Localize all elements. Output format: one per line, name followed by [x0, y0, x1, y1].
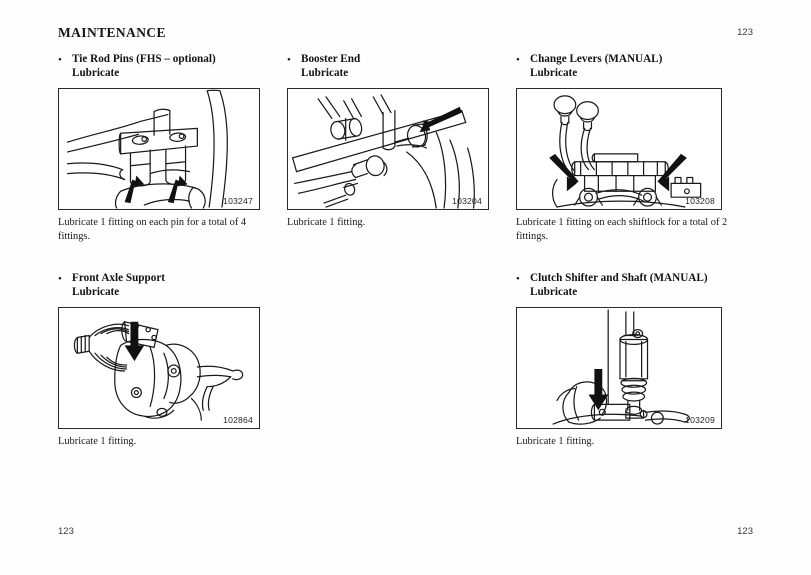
maintenance-item-front-axle-support: • Front Axle Support Lubricate: [58, 271, 295, 449]
item-subtitle: Lubricate: [530, 286, 578, 299]
content-row-1: • Tie Rod Pins (FHS – optional) Lubricat…: [58, 52, 753, 243]
maintenance-item-tie-rod-pins: • Tie Rod Pins (FHS – optional) Lubricat…: [58, 52, 295, 243]
figure-id: 103204: [452, 196, 482, 206]
arrow-marker: [419, 106, 462, 133]
item-subtitle: Lubricate: [301, 67, 349, 80]
empty-slot: [287, 271, 524, 449]
bullet-icon: •: [58, 273, 62, 286]
content-row-2: • Front Axle Support Lubricate: [58, 271, 753, 449]
bullet-icon: •: [516, 54, 520, 66]
maintenance-item-clutch-shifter-shaft: • Clutch Shifter and Shaft (MANUAL) Lubr…: [516, 271, 753, 449]
page-number-top-right: 123: [737, 27, 753, 38]
item-title-block: Clutch Shifter and Shaft (MANUAL) Lubric…: [530, 271, 708, 299]
arrow-marker: [588, 369, 609, 411]
item-subtitle: Lubricate: [72, 67, 120, 80]
bullet-icon: •: [58, 54, 62, 66]
item-heading: • Tie Rod Pins (FHS – optional) Lubricat…: [58, 52, 295, 84]
item-caption: Lubricate 1 fitting on each shiftlock fo…: [516, 217, 728, 242]
item-heading: • Front Axle Support Lubricate: [58, 271, 295, 303]
item-caption: Lubricate 1 fitting on each pin for a to…: [58, 217, 247, 242]
clutch-shifter-shaft-drawing: [552, 309, 690, 425]
item-title: Change Levers (MANUAL): [530, 53, 663, 65]
change-levers-drawing: [549, 95, 702, 208]
item-caption: Lubricate 1 fitting.: [58, 436, 137, 448]
item-caption: Lubricate 1 fitting.: [287, 217, 366, 228]
item-title-block: Booster End Lubricate: [301, 52, 360, 80]
item-title: Clutch Shifter and Shaft (MANUAL): [530, 272, 708, 285]
clutch-shifter-shaft-illustration: 103209: [516, 307, 722, 430]
bullet-icon: •: [287, 54, 291, 66]
item-subtitle: Lubricate: [530, 67, 578, 80]
item-heading: • Booster End Lubricate: [287, 52, 524, 84]
item-subtitle: Lubricate: [72, 286, 120, 299]
page-number-bottom-left: 123: [58, 526, 74, 537]
arrow-marker: [549, 153, 579, 192]
front-axle-support-illustration: 102864: [58, 307, 260, 430]
booster-end-drawing: [291, 94, 475, 209]
figure-id: 103208: [685, 196, 715, 206]
figure-id: 102864: [223, 415, 253, 426]
item-title: Tie Rod Pins (FHS – optional): [72, 53, 216, 65]
tie-rod-pins-illustration: 103247: [58, 88, 260, 210]
tie-rod-pins-drawing: [66, 89, 228, 209]
arrow-marker: [124, 175, 145, 204]
item-heading: • Clutch Shifter and Shaft (MANUAL) Lubr…: [516, 271, 753, 303]
figure-id: 103247: [223, 196, 253, 206]
change-levers-illustration: 103208: [516, 88, 722, 210]
item-title-block: Tie Rod Pins (FHS – optional) Lubricate: [72, 52, 216, 80]
page-title: MAINTENANCE: [58, 25, 166, 40]
maintenance-item-booster-end: • Booster End Lubricate: [287, 52, 524, 243]
booster-end-illustration: 103204: [287, 88, 489, 210]
arrow-marker: [124, 321, 145, 362]
item-title-block: Change Levers (MANUAL) Lubricate: [530, 52, 662, 80]
front-axle-support-drawing: [73, 321, 244, 421]
item-heading: • Change Levers (MANUAL) Lubricate: [516, 52, 753, 84]
page-header: MAINTENANCE 123: [58, 24, 753, 44]
page-number-bottom-right: 123: [737, 526, 753, 537]
maintenance-item-change-levers: • Change Levers (MANUAL) Lubricate: [516, 52, 753, 243]
item-title-block: Front Axle Support Lubricate: [72, 271, 165, 299]
bullet-icon: •: [516, 273, 520, 286]
figure-id: 103209: [685, 415, 715, 426]
item-caption: Lubricate 1 fitting.: [516, 436, 595, 448]
item-title: Front Axle Support: [72, 272, 166, 285]
item-title: Booster End: [301, 53, 361, 65]
content-grid: • Tie Rod Pins (FHS – optional) Lubricat…: [58, 52, 753, 449]
